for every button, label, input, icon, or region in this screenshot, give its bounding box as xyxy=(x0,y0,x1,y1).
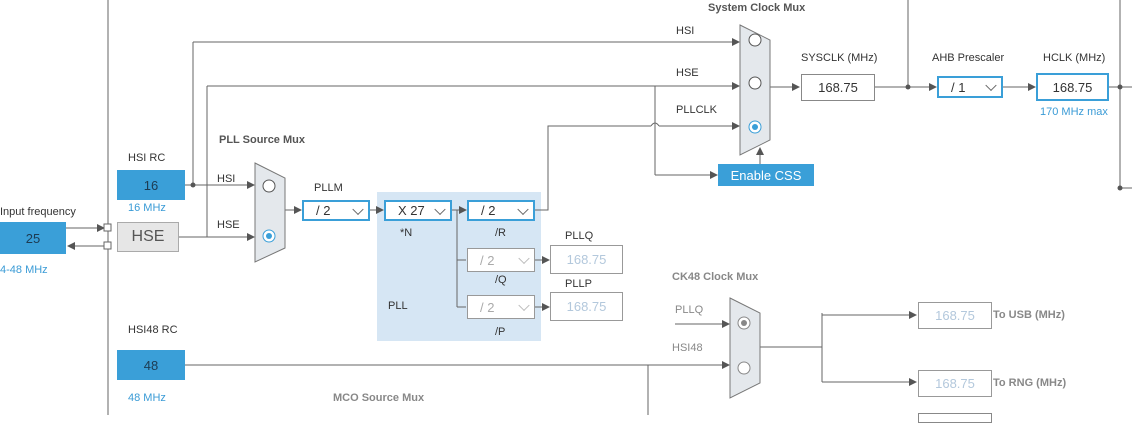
pll-p-label: /P xyxy=(495,326,506,338)
hsi-rc-value: 16 xyxy=(117,170,185,200)
pll-mux-hse-label: HSE xyxy=(217,219,240,231)
pll-n-value: X 27 xyxy=(398,203,425,218)
hclk-label: HCLK (MHz) xyxy=(1043,52,1106,64)
pllp-value: 168.75 xyxy=(550,292,623,321)
hsi-rc-freq: 16 MHz xyxy=(128,202,166,214)
hse-block: HSE xyxy=(117,222,179,252)
rng-value: 168.75 xyxy=(918,370,992,397)
sysclk-value: 168.75 xyxy=(801,74,875,101)
pll-p-value: / 2 xyxy=(480,299,495,315)
input-frequency-label: Input frequency xyxy=(0,206,76,218)
system-clock-mux[interactable] xyxy=(739,24,771,156)
hclk-max: 170 MHz max xyxy=(1040,106,1108,118)
pll-q-select[interactable]: / 2 xyxy=(467,248,535,272)
pllq-label: PLLQ xyxy=(565,230,594,242)
mco-source-mux-label: MCO Source Mux xyxy=(333,392,425,404)
ahb-prescaler-label: AHB Prescaler xyxy=(932,52,1005,64)
hsi48-rc-label: HSI48 RC xyxy=(128,324,178,336)
chevron-down-icon xyxy=(434,203,446,215)
input-frequency-field[interactable]: 25 xyxy=(0,222,66,254)
pll-source-mux-label: PLL Source Mux xyxy=(219,134,305,146)
ahb-prescaler-value: / 1 xyxy=(951,79,966,95)
ck48-mux-label: CK48 Clock Mux xyxy=(672,271,759,283)
sys-mux-hse-label: HSE xyxy=(676,67,699,79)
system-clock-mux-label: System Clock Mux xyxy=(708,2,806,14)
ck48-clock-mux[interactable] xyxy=(729,297,761,399)
ck48-pllq-label: PLLQ xyxy=(675,304,704,316)
pllm-select[interactable]: / 2 xyxy=(302,200,370,221)
enable-css-button[interactable]: Enable CSS xyxy=(718,164,814,186)
pllm-value: / 2 xyxy=(316,203,331,218)
rng-label: To RNG (MHz) xyxy=(993,377,1067,389)
usb-label: To USB (MHz) xyxy=(993,309,1065,321)
pll-mux-hsi-label: HSI xyxy=(217,173,236,185)
hsi-rc-label: HSI RC xyxy=(128,152,166,164)
pll-n-label: *N xyxy=(400,227,413,239)
chevron-down-icon xyxy=(518,252,530,265)
ck48-hsi48-label: HSI48 xyxy=(672,342,703,354)
hsi48-rc-freq: 48 MHz xyxy=(128,392,166,404)
pll-r-select[interactable]: / 2 xyxy=(467,200,535,221)
pll-source-mux[interactable] xyxy=(254,162,286,263)
pll-r-value: / 2 xyxy=(481,203,496,218)
input-frequency-range: 4-48 MHz xyxy=(0,264,48,276)
chevron-down-icon xyxy=(518,299,530,312)
pll-label: PLL xyxy=(388,300,408,312)
ahb-prescaler-select[interactable]: / 1 xyxy=(937,76,1003,98)
chevron-down-icon xyxy=(352,203,364,215)
pllm-label: PLLM xyxy=(314,182,343,194)
hsi48-rc-value: 48 xyxy=(117,350,185,380)
pll-p-select[interactable]: / 2 xyxy=(467,295,535,319)
hclk-field[interactable]: 168.75 xyxy=(1036,73,1109,101)
pllp-label: PLLP xyxy=(565,278,592,290)
sysclk-label: SYSCLK (MHz) xyxy=(801,52,878,64)
pll-q-label: /Q xyxy=(495,274,507,286)
sys-mux-pllclk-label: PLLCLK xyxy=(676,104,717,116)
sys-mux-hsi-label: HSI xyxy=(676,25,695,37)
chevron-down-icon xyxy=(517,203,529,215)
pll-r-label: /R xyxy=(495,227,506,239)
pll-n-select[interactable]: X 27 xyxy=(384,200,452,221)
pllq-value: 168.75 xyxy=(550,245,623,274)
chevron-down-icon xyxy=(985,79,997,92)
pll-q-value: / 2 xyxy=(480,252,495,268)
usb-value: 168.75 xyxy=(918,302,992,329)
